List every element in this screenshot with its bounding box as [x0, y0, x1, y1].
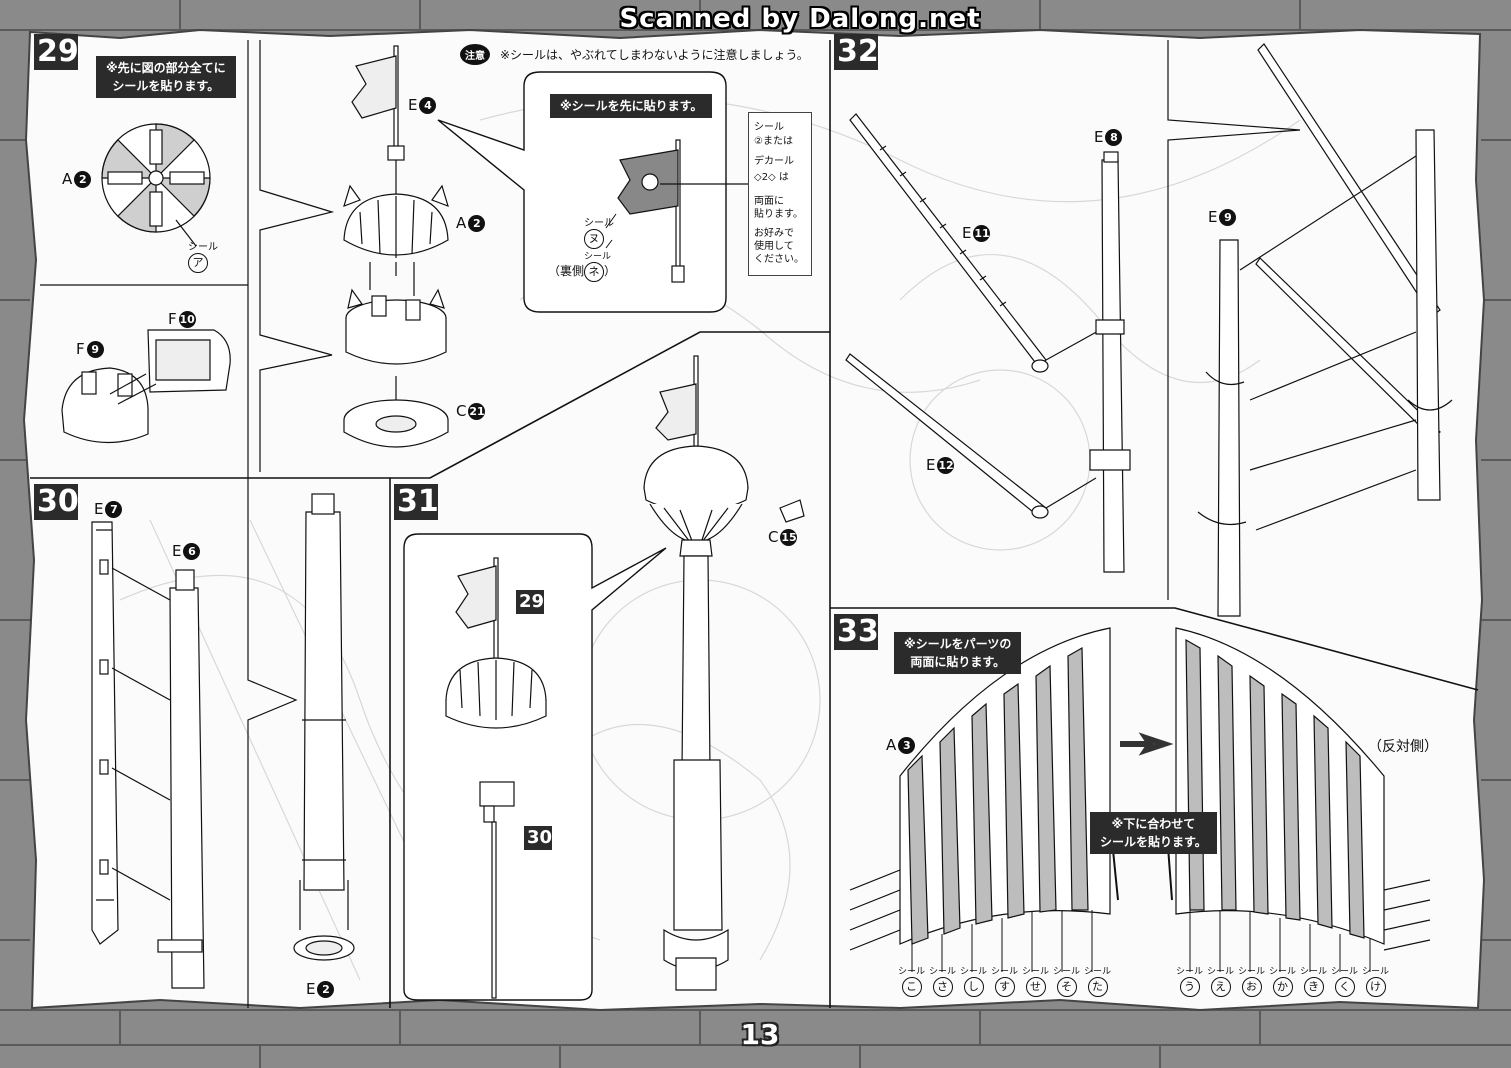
sidebox-line: 貼ります。: [754, 209, 803, 220]
sidebox-line: ください。: [754, 254, 804, 265]
opposite-side-label: （反対側）: [1368, 739, 1438, 755]
step-33-number: 33: [834, 614, 879, 650]
step-30-number: 30: [34, 484, 79, 520]
seal-so: シールそ: [1053, 964, 1080, 997]
seal-ka: シールか: [1269, 964, 1296, 997]
page-number: 13: [740, 1018, 780, 1051]
seal-ki: シールき: [1300, 964, 1327, 997]
seal-ke: シールけ: [1362, 964, 1389, 997]
seal-se: シールせ: [1022, 964, 1049, 997]
seal-ko: シールこ: [898, 964, 925, 997]
seal-o: シールお: [1238, 964, 1265, 997]
sidebox-line: シール: [754, 122, 784, 133]
sidebox-line: お好みで: [754, 228, 794, 239]
step-32-number: 32: [834, 34, 879, 70]
ref-step-30: 30: [524, 826, 552, 850]
sidebox-line: 使用して: [754, 241, 794, 252]
seal-su: シールす: [991, 964, 1018, 997]
caution-badge: 注意: [460, 44, 490, 65]
seal-ku: シールく: [1331, 964, 1358, 997]
step-33-align-note: ※下に合わせて シールを貼ります。: [1090, 812, 1217, 854]
ref-step-29: 29: [516, 590, 544, 614]
seal-label-ne: シール（裏側ネ）: [548, 248, 616, 282]
step-29-note: ※先に図の部分全てに シールを貼ります。: [96, 56, 236, 98]
sidebox-line: 両面に: [754, 196, 784, 207]
scanner-credit: Scanned by Dalong.net: [619, 4, 981, 34]
seal-row-left: シールこ シールさ シールし シールす シールせ シールそ シールた: [898, 964, 1111, 997]
seal-e: シールえ: [1207, 964, 1234, 997]
seal-label-nu: シールヌ: [584, 214, 614, 249]
seal-sidebox: シール ②または デカール ◇2◇ は 両面に 貼ります。 お好みで 使用して …: [748, 112, 812, 276]
seal-u: シールう: [1176, 964, 1203, 997]
seal-shi: シールし: [960, 964, 987, 997]
seal-row-right: シールう シールえ シールお シールか シールき シールく シールけ: [1176, 964, 1389, 997]
seal-sa: シールさ: [929, 964, 956, 997]
seal-label-a: シールア: [188, 238, 218, 273]
sidebox-line: ◇2◇ は: [754, 172, 789, 183]
sidebox-line: デカール: [754, 156, 794, 167]
sidebox-line: ②または: [754, 136, 793, 147]
step-31-number: 31: [394, 484, 439, 520]
step-29-number: 29: [34, 34, 79, 70]
seal-ta: シールた: [1084, 964, 1111, 997]
step-33-note: ※シールをパーツの 両面に貼ります。: [894, 632, 1022, 674]
inset-note: ※シールを先に貼ります。: [550, 94, 713, 118]
caution-text: ※シールは、やぶれてしまわないように注意しましょう。: [500, 48, 809, 62]
